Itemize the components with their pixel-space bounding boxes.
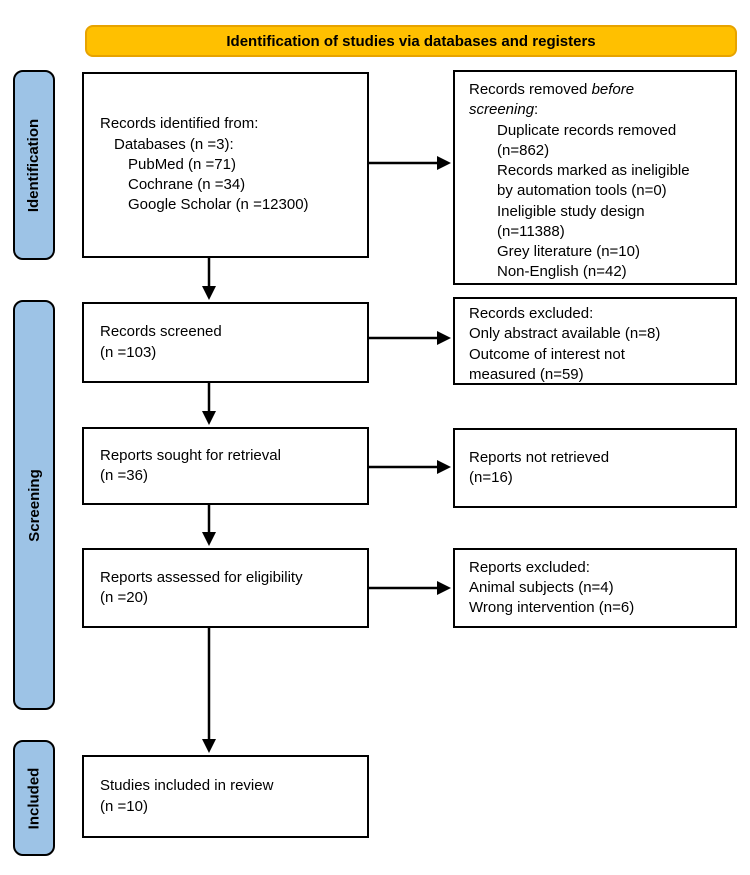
stage-label-identification: Identification xyxy=(25,118,43,212)
box-reports-not-retrieved: Reports not retrieved (n=16) xyxy=(453,428,737,508)
reports-excluded-item: Animal subjects (n=4) xyxy=(469,578,614,596)
records-removed-title-italic: before screening xyxy=(469,81,635,119)
records-excluded-title: Records excluded: xyxy=(469,305,594,322)
records-identified-line: PubMed (n =71) xyxy=(128,155,236,173)
stage-label-included: Included xyxy=(25,767,43,829)
stage-label-screening: Screening xyxy=(25,468,43,542)
reports-not-retrieved-text: Reports not retrieved (n=16) xyxy=(469,448,610,486)
records-removed-item: Duplicate records removed (n=862) xyxy=(497,121,677,159)
records-removed-item: Records marked as ineligible by automati… xyxy=(497,162,690,200)
records-removed-item: Ineligible study design (n=11388) xyxy=(497,202,645,240)
records-identified-line: Records identified from: xyxy=(100,115,259,133)
records-removed-item: Non-English (n=42) xyxy=(497,263,627,281)
reports-excluded-title: Reports excluded: xyxy=(469,558,590,576)
records-excluded-item: Outcome of interest not measured (n=59) xyxy=(469,345,625,383)
arrow-assessed-to-reports-excluded xyxy=(369,581,451,595)
arrow-screened-to-excluded xyxy=(369,331,451,345)
stage-bar-included: Included xyxy=(13,740,55,856)
records-removed-title-prefix: Records removed xyxy=(469,81,592,98)
arrow-identified-to-screened xyxy=(202,258,216,300)
records-excluded-item: Only abstract available (n=8) xyxy=(469,325,661,343)
banner-identification-via-databases: Identification of studies via databases … xyxy=(85,25,737,57)
records-screened-text: Records screened (n =103) xyxy=(100,323,222,361)
records-identified-line: Databases (n =3): xyxy=(114,135,234,153)
records-identified-line: Cochrane (n =34) xyxy=(128,176,246,194)
box-records-excluded: Records excluded: Only abstract availabl… xyxy=(453,297,737,385)
box-reports-excluded: Reports excluded: Animal subjects (n=4) … xyxy=(453,548,737,628)
box-reports-assessed: Reports assessed for eligibility (n =20) xyxy=(82,548,369,628)
records-removed-item: Grey literature (n=10) xyxy=(497,243,640,260)
arrow-sought-to-assessed xyxy=(202,505,216,546)
stage-bar-screening: Screening xyxy=(13,300,55,710)
reports-assessed-text: Reports assessed for eligibility (n =20) xyxy=(100,568,303,606)
records-removed-title-suffix: : xyxy=(534,101,539,119)
arrow-identified-to-removed xyxy=(369,156,451,170)
box-records-screened: Records screened (n =103) xyxy=(82,302,369,383)
arrow-assessed-to-included xyxy=(202,628,216,753)
studies-included-text: Studies included in review (n =10) xyxy=(100,777,274,815)
reports-excluded-item: Wrong intervention (n=6) xyxy=(469,599,635,617)
arrow-screened-to-sought xyxy=(202,383,216,425)
reports-sought-text: Reports sought for retrieval (n =36) xyxy=(100,446,281,484)
box-records-identified: Records identified from: Databases (n =3… xyxy=(82,72,369,258)
box-studies-included: Studies included in review (n =10) xyxy=(82,755,369,838)
records-identified-line: Google Scholar (n =12300) xyxy=(128,196,309,214)
box-reports-sought: Reports sought for retrieval (n =36) xyxy=(82,427,369,505)
banner-title: Identification of studies via databases … xyxy=(226,32,596,50)
records-removed-title: Records removed before screening: xyxy=(469,80,729,121)
stage-bar-identification: Identification xyxy=(13,70,55,260)
box-records-removed: Records removed before screening: Duplic… xyxy=(453,70,737,285)
arrow-sought-to-not-retrieved xyxy=(369,460,451,474)
